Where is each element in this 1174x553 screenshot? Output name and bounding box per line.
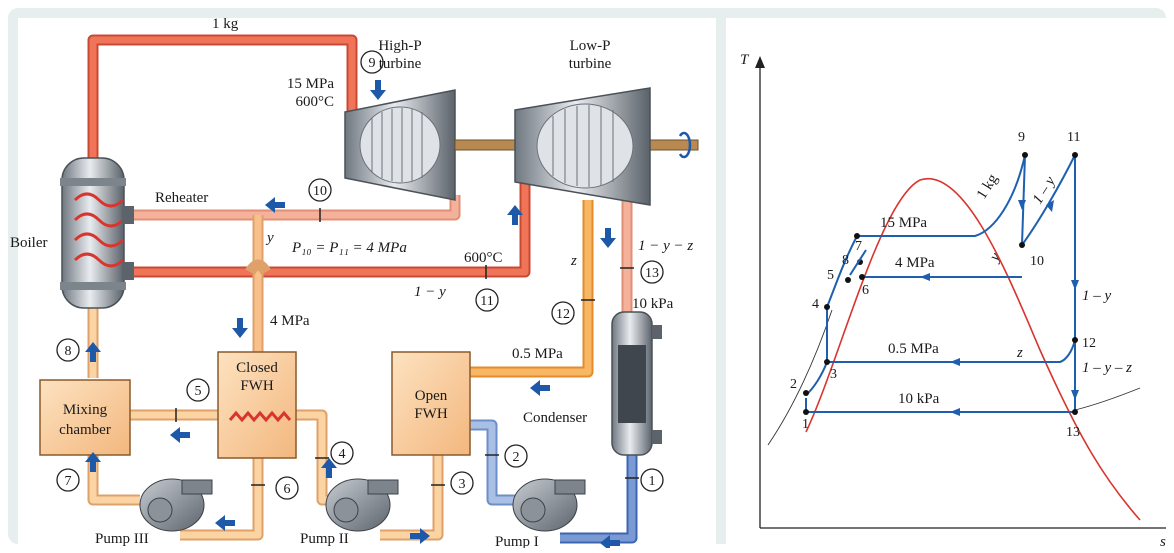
- ts-label-9: 9: [1018, 130, 1025, 145]
- state-4: 4: [339, 447, 346, 462]
- open-fwh-label-2: FWH: [414, 406, 448, 422]
- state9-pressure: 15 MPa: [287, 76, 334, 92]
- high-p-turbine-label-1: High-P: [378, 38, 421, 54]
- state-13: 13: [645, 266, 659, 281]
- isobar-10kpa: 10 kPa: [898, 391, 940, 407]
- ts-label-4: 4: [812, 297, 819, 312]
- ts-label-5: 5: [827, 268, 834, 283]
- one-minus-y-minus-z-label: 1 − y − z: [638, 238, 693, 254]
- ts-1-y-label: 1 – y: [1082, 288, 1112, 304]
- ts-point-1: [803, 409, 809, 415]
- ts-label-2: 2: [790, 377, 797, 392]
- closed-fwh-label-2: FWH: [240, 378, 274, 394]
- mass-flow-label: 1 kg: [212, 16, 239, 32]
- state-3: 3: [459, 477, 466, 492]
- state-12: 12: [556, 307, 570, 322]
- ts-z-label: z: [1016, 345, 1023, 361]
- open-fwh-label-1: Open: [415, 388, 448, 404]
- open-fwh-pressure-label: 0.5 MPa: [512, 346, 563, 362]
- ts-point-11: [1072, 152, 1078, 158]
- state-1: 1: [649, 474, 656, 489]
- bleed-z-label: z: [570, 253, 577, 269]
- high-p-turbine-label-2: turbine: [379, 56, 422, 72]
- turbine-shaft: [455, 140, 515, 150]
- closed-fwh-label-1: Closed: [236, 360, 278, 376]
- ts-label-12: 12: [1082, 336, 1096, 351]
- bleed-y-label: y: [265, 230, 274, 246]
- ts-point-10: [1019, 242, 1025, 248]
- state-2: 2: [513, 450, 520, 465]
- state-11: 11: [480, 294, 493, 309]
- state-6: 6: [284, 482, 291, 497]
- ts-point-9: [1022, 152, 1028, 158]
- s-axis-label: s: [1160, 534, 1166, 548]
- ts-point-2: [803, 390, 809, 396]
- ts-point-6: [859, 274, 865, 280]
- isobar-15mpa: 15 MPa: [880, 215, 927, 231]
- one-minus-y-label: 1 − y: [414, 284, 446, 300]
- pump-ii-label: Pump II: [300, 531, 349, 547]
- ts-label-1: 1: [802, 417, 809, 432]
- ts-label-8: 8: [842, 253, 849, 268]
- boiler: [60, 158, 134, 308]
- ts-label-6: 6: [862, 283, 869, 298]
- state9-temperature: 600°C: [295, 94, 334, 110]
- pump-iii-label: Pump III: [95, 531, 149, 547]
- isobar-4mpa: 4 MPa: [895, 255, 935, 271]
- state-9: 9: [369, 56, 376, 71]
- condenser-pressure-label: 10 kPa: [632, 296, 674, 312]
- ts-label-11: 11: [1067, 130, 1080, 145]
- reheat-pressure-label: P₁₀ = P₁₁ = 4 MPa: [291, 240, 407, 256]
- boiler-label: Boiler: [10, 235, 48, 251]
- ts-label-7: 7: [855, 239, 862, 254]
- state-7: 7: [65, 474, 72, 489]
- state-10: 10: [313, 184, 327, 199]
- ts-label-13: 13: [1066, 425, 1080, 440]
- ts-point-13: [1072, 409, 1078, 415]
- ts-point-3: [824, 359, 830, 365]
- reheat-temp-label: 600°C: [464, 250, 503, 266]
- low-p-turbine-label-1: Low-P: [570, 38, 611, 54]
- low-p-turbine-label-2: turbine: [569, 56, 612, 72]
- closed-fwh-pressure-label: 4 MPa: [270, 313, 310, 329]
- ts-label-3: 3: [830, 367, 837, 382]
- ts-point-5: [845, 277, 851, 283]
- isobar-05mpa: 0.5 MPa: [888, 341, 939, 357]
- ts-1-y-z-label: 1 – y – z: [1082, 360, 1132, 376]
- state-5: 5: [195, 384, 202, 399]
- condenser-label: Condenser: [523, 410, 587, 426]
- ts-point-4: [824, 304, 830, 310]
- state-8: 8: [65, 344, 72, 359]
- mixing-chamber-label-2: chamber: [59, 422, 111, 438]
- ts-point-12: [1072, 337, 1078, 343]
- pump-i-label: Pump I: [495, 534, 539, 548]
- reheater-label: Reheater: [155, 190, 208, 206]
- ts-panel: [726, 18, 1166, 548]
- mixing-chamber-label-1: Mixing: [63, 402, 108, 418]
- ts-label-10: 10: [1030, 254, 1044, 269]
